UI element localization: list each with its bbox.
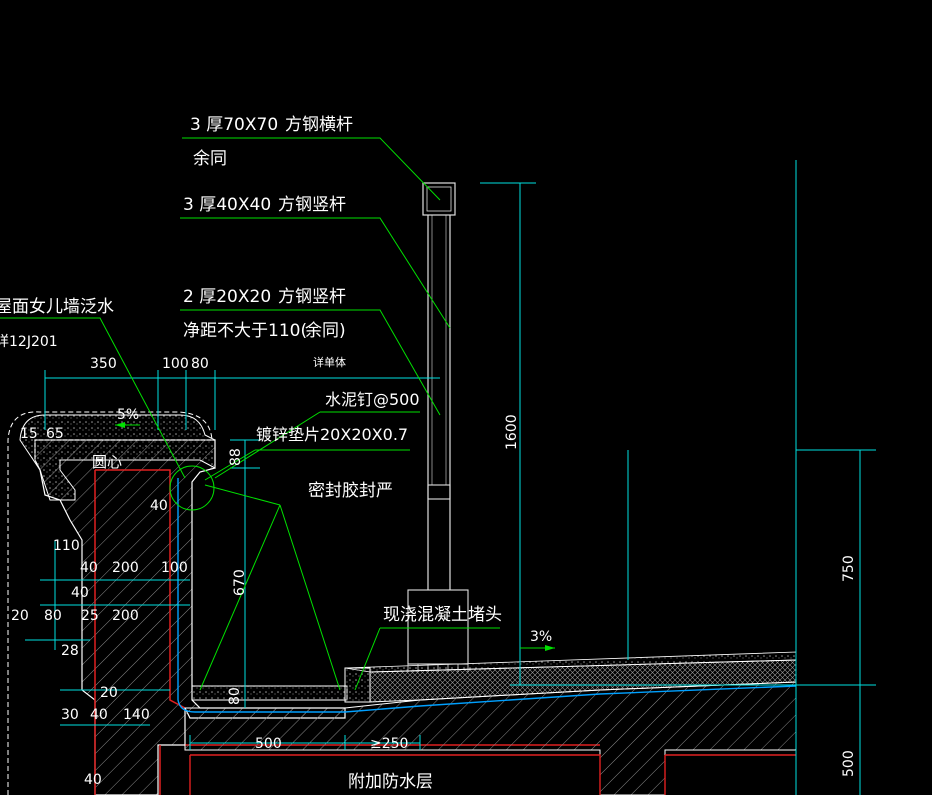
dim-140: 140 bbox=[123, 707, 150, 723]
note-post-spec: 3 厚40X40 bbox=[183, 195, 271, 215]
note-small-mark: 详单体 bbox=[313, 355, 346, 369]
detail-circle bbox=[169, 465, 215, 511]
dim-40-bottom: 40 bbox=[84, 772, 102, 788]
dim-750: 750 bbox=[841, 555, 857, 582]
rail-base-ticks bbox=[407, 664, 469, 672]
dim-110: 110 bbox=[53, 538, 80, 554]
dim-80-row3: 80 bbox=[44, 608, 62, 624]
dim-40-row5: 40 bbox=[90, 707, 108, 723]
concrete-curb bbox=[344, 667, 371, 703]
dim-1600: 1600 bbox=[504, 414, 520, 450]
dim-80: 80 bbox=[191, 356, 209, 372]
dim-500-right: 500 bbox=[841, 750, 857, 777]
dimension-lines bbox=[25, 160, 876, 795]
dim-250: ≥250 bbox=[370, 736, 408, 752]
note-baluster-name: 方钢竖杆 bbox=[278, 287, 346, 307]
note-baluster-same: 余同) bbox=[305, 321, 346, 341]
note-baluster-gap: 净距不大于110( bbox=[183, 321, 307, 341]
note-post-name: 方钢竖杆 bbox=[278, 195, 346, 215]
note-concrete-curb: 现浇混凝土堵头 bbox=[383, 605, 502, 625]
dim-100: 100 bbox=[162, 356, 189, 372]
note-rail-top-spec: 3 厚70X70 bbox=[190, 115, 278, 135]
slab-red-lines bbox=[189, 754, 796, 795]
dim-200-row1: 200 bbox=[112, 560, 139, 576]
notes: 3 厚70X70 方钢横杆 余同 3 厚40X40 方钢竖杆 2 厚20X20 … bbox=[0, 115, 552, 792]
note-slope-left: 5% bbox=[117, 407, 139, 423]
dim-28: 28 bbox=[61, 643, 79, 659]
dim-670: 670 bbox=[232, 569, 248, 596]
dim-88: 88 bbox=[228, 448, 244, 466]
waterproof-membrane bbox=[177, 478, 797, 713]
dim-40-top: 40 bbox=[150, 498, 168, 514]
rail-top-inner bbox=[426, 186, 452, 212]
dim-200-row3: 200 bbox=[112, 608, 139, 624]
parapet-structure-outline bbox=[94, 469, 600, 795]
note-parapet: 屋面女儿墙泛水 bbox=[0, 297, 114, 317]
gutter-channel bbox=[191, 685, 348, 701]
note-fillet: 圆心 bbox=[92, 453, 122, 471]
rail-top-tube bbox=[422, 182, 456, 216]
note-parapet-ref: 详12J201 bbox=[0, 334, 58, 350]
leader-lines bbox=[0, 137, 555, 691]
rail-bottom-tube bbox=[427, 484, 451, 500]
dim-40-row2: 40 bbox=[71, 585, 89, 601]
note-sealant: 密封胶封严 bbox=[308, 481, 393, 501]
note-rail-top-name: 方钢横杆 bbox=[285, 115, 353, 135]
dim-25-row3: 25 bbox=[81, 608, 99, 624]
note-baluster-spec: 2 厚20X20 bbox=[183, 287, 271, 307]
dim-100-row1: 100 bbox=[161, 560, 188, 576]
note-nail: 水泥钉@500 bbox=[325, 390, 420, 409]
parapet-dashed-outline bbox=[7, 411, 213, 795]
dim-30: 30 bbox=[61, 707, 79, 723]
dimension-text: 350 100 80 15 65 88 40 110 40 200 100 40… bbox=[11, 356, 857, 788]
slope-arrows bbox=[115, 422, 555, 651]
dim-350: 350 bbox=[90, 356, 117, 372]
railing bbox=[407, 182, 469, 672]
dim-20-row4: 20 bbox=[100, 685, 118, 701]
rail-base-block bbox=[407, 589, 469, 665]
parapet-wall bbox=[7, 411, 600, 795]
dim-20-row3: 20 bbox=[11, 608, 29, 624]
note-extra-waterproof: 附加防水层 bbox=[348, 772, 433, 792]
dim-65: 65 bbox=[46, 426, 64, 442]
dim-80-gutter: 80 bbox=[227, 687, 243, 705]
parapet-coping bbox=[19, 414, 216, 501]
note-shim: 镀锌垫片20X20X0.7 bbox=[256, 425, 408, 444]
dim-40-row1: 40 bbox=[80, 560, 98, 576]
dim-500-left: 500 bbox=[255, 736, 282, 752]
dim-15: 15 bbox=[20, 426, 38, 442]
note-rail-top-same: 余同 bbox=[193, 149, 227, 169]
slab-body bbox=[184, 681, 797, 795]
note-slope-right: 3% bbox=[530, 629, 552, 645]
